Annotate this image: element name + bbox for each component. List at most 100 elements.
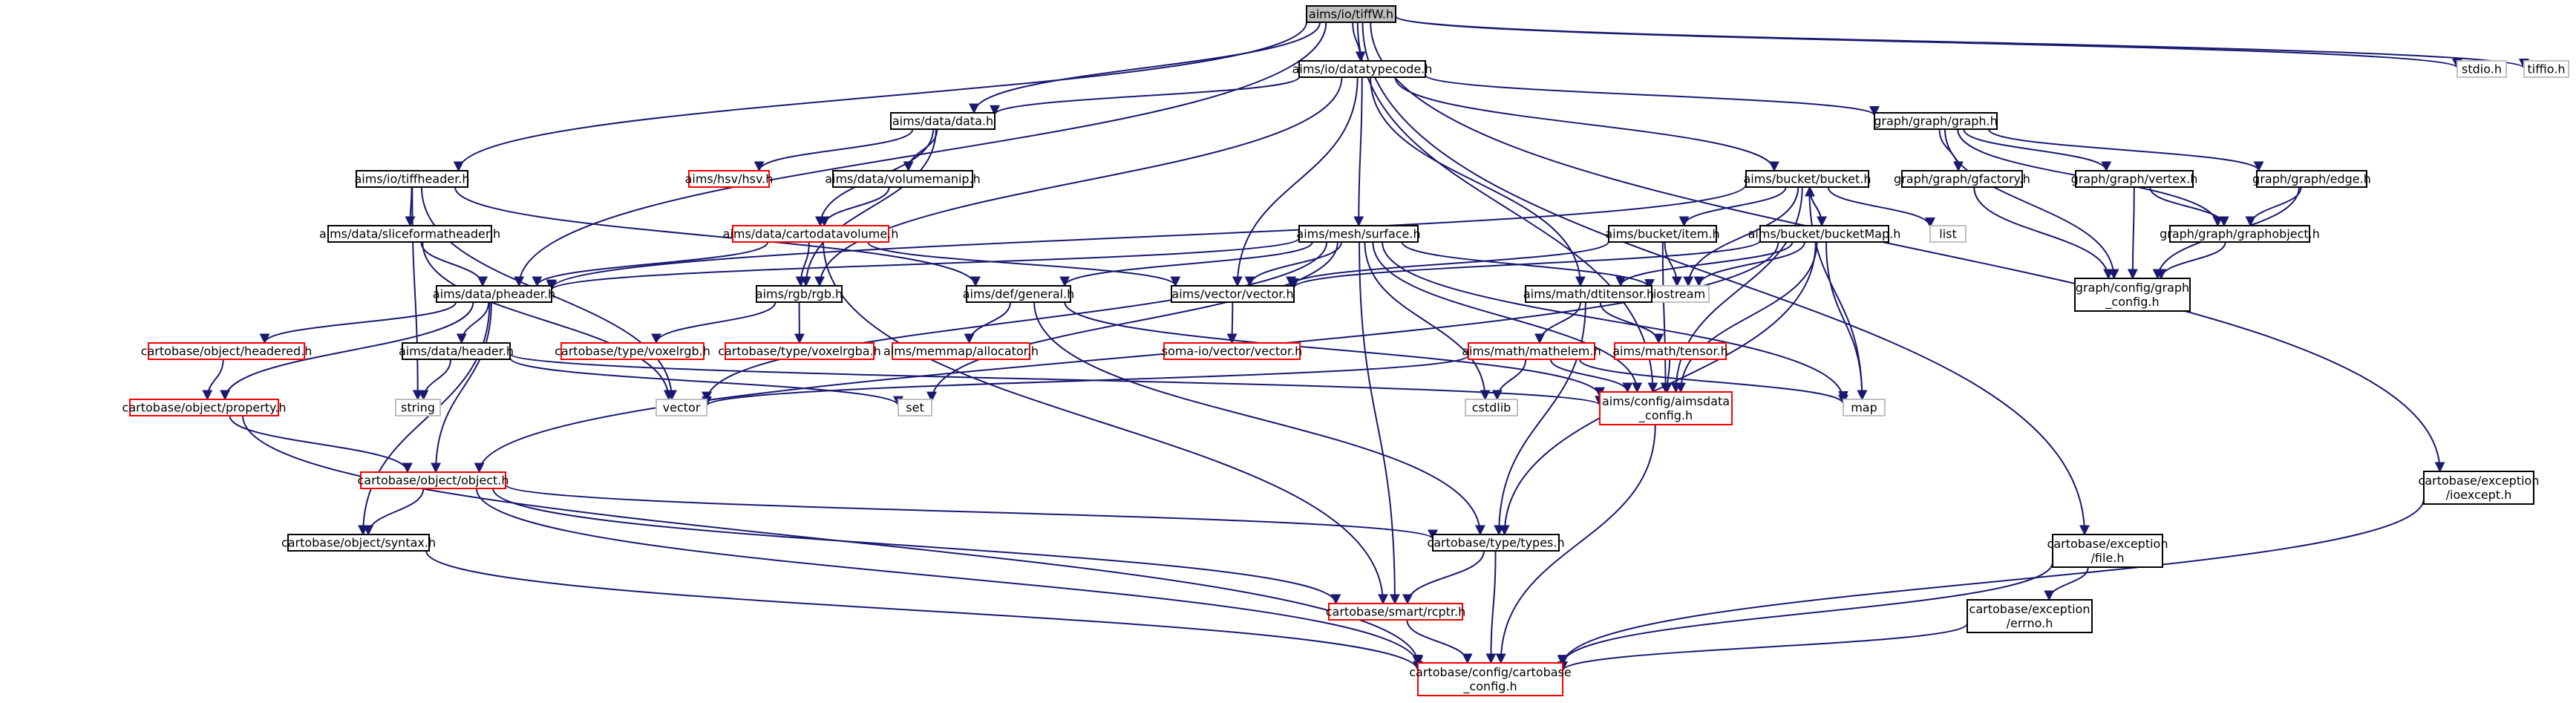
edge-bucketmap-to-iostream: [1693, 241, 1805, 287]
edge-dtitensor-to-mathelem: [1534, 301, 1581, 344]
edge-surface-to-set: [926, 241, 1338, 402]
edge-bucket-to-list: [1827, 186, 1935, 229]
node-allocator[interactable]: aims/memmap/allocator.h: [883, 342, 1039, 360]
node-label: cartobase/object/property.h: [122, 401, 287, 415]
edge-vertex-to-graphobject: [2149, 186, 2229, 227]
node-box: [2256, 170, 2367, 188]
edge-surface-to-map: [1382, 241, 1848, 402]
node-label: graph/graph/vertex.h: [2071, 172, 2198, 186]
node-sliceformat[interactable]: aims/data/sliceformatheader.h: [319, 225, 500, 243]
node-label: cartobase/object/headered.h: [141, 344, 313, 359]
node-rcptr[interactable]: cartobase/smart/rcptr.h: [1326, 603, 1466, 621]
node-dtitensor[interactable]: aims/math/dtitensor.h: [1523, 285, 1654, 303]
node-header[interactable]: aims/data/header.h: [399, 342, 514, 360]
node-object[interactable]: cartobase/object/object.h: [358, 471, 509, 489]
edge-root-to-tiffheader: [453, 22, 1307, 172]
node-tensor[interactable]: aims/math/tensor.h: [1612, 342, 1728, 360]
node-gfactory[interactable]: graph/graph/gfactory.h: [1894, 170, 2030, 188]
edge-datatypecode-to-data: [990, 76, 1300, 116]
edge-surface-to-rcptr: [1359, 241, 1400, 605]
edge-data-to-rgb: [800, 128, 937, 287]
node-label: aims/io/tiffheader.h: [354, 172, 469, 186]
edge-sliceformat-to-vector: [422, 241, 674, 401]
node-label: aims/data/header.h: [399, 344, 514, 359]
node-ioexcept[interactable]: cartobase/exception/ioexcept.h: [2419, 471, 2540, 505]
node-label: cartobase/config/cartobase: [1409, 665, 1572, 679]
node-box: [1171, 285, 1295, 303]
edge-bucketmap-to-bucket: [1804, 186, 1823, 226]
node-data[interactable]: aims/data/data.h: [890, 112, 996, 130]
node-general[interactable]: aims/def/general.h: [963, 285, 1075, 303]
node-cartodatavolume[interactable]: aims/data/cartodatavolume.h: [723, 225, 899, 243]
node-aimsdata_config[interactable]: aims/config/aimsdata_config.h: [1599, 391, 1733, 425]
node-voxelrgba[interactable]: cartobase/type/voxelrgba.h: [718, 342, 881, 360]
node-label: graph/graph/graphobject.h: [2160, 227, 2320, 241]
edge-headered-to-property: [202, 359, 224, 401]
edge-general-to-allocator: [964, 301, 1011, 344]
edge-root-to-tiffio: [1395, 15, 2529, 70]
edge-cartodatavolume-to-pheader: [532, 241, 769, 287]
node-soma_vector[interactable]: soma-io/vector/vector.h: [1162, 342, 1303, 360]
node-box: [2523, 60, 2569, 78]
node-voxelrgb[interactable]: cartobase/type/voxelrgb.h: [555, 342, 710, 360]
node-vertex[interactable]: graph/graph/vertex.h: [2071, 170, 2198, 188]
edge-bucketmap-to-map: [1825, 241, 1868, 401]
edge-rgb-to-voxelrgb: [651, 301, 777, 344]
node-box: [892, 342, 1030, 360]
node-vector_h[interactable]: aims/vector/vector.h: [1171, 285, 1295, 303]
node-property[interactable]: cartobase/object/property.h: [122, 399, 287, 416]
node-root[interactable]: aims/io/tiffW.h: [1306, 5, 1396, 23]
node-graph_config[interactable]: graph/config/graph_config.h: [2074, 278, 2191, 312]
node-headered[interactable]: cartobase/object/headered.h: [141, 342, 313, 360]
node-edge[interactable]: graph/graph/edge.h: [2252, 170, 2371, 188]
node-syntax[interactable]: cartobase/object/syntax.h: [281, 534, 436, 552]
node-box: [436, 285, 552, 303]
node-box: [1745, 170, 1869, 188]
node-datatypecode[interactable]: aims/io/datatypecode.h: [1292, 60, 1433, 78]
node-label: aims/rgb/rgb.h: [756, 287, 843, 301]
node-file[interactable]: cartobase/exception/file.h: [2047, 534, 2168, 568]
node-label: stdio.h: [2462, 62, 2502, 76]
node-box: [360, 471, 506, 489]
edge-bucket-to-item: [1678, 186, 1787, 227]
node-mathelem[interactable]: aims/math/mathelem.h: [1462, 342, 1601, 360]
node-tiffheader[interactable]: aims/io/tiffheader.h: [354, 170, 470, 188]
node-label: /errno.h: [2007, 616, 2053, 630]
node-graph[interactable]: graph/graph/graph.h: [1874, 112, 1998, 130]
node-label: graph/graph/edge.h: [2252, 172, 2371, 186]
node-bucket[interactable]: aims/bucket/bucket.h: [1744, 170, 1871, 188]
node-list: list: [1929, 225, 1967, 243]
node-box: [1465, 399, 1518, 416]
node-label: cartobase/exception: [2419, 474, 2540, 488]
node-box: [2074, 278, 2191, 312]
node-stdio: stdio.h: [2456, 60, 2507, 78]
node-item[interactable]: aims/bucket/item.h: [1605, 225, 1720, 243]
edge-mathelem-to-map: [1578, 359, 1848, 405]
node-label: aims/bucket/bucket.h: [1744, 172, 1871, 186]
node-volumemanip[interactable]: aims/data/volumemanip.h: [825, 170, 981, 188]
node-label: cartobase/type/voxelrgba.h: [718, 344, 881, 359]
edge-dtitensor-to-tensor: [1599, 301, 1664, 344]
node-label: iostream: [1653, 287, 1705, 301]
node-label: aims/config/aimsdata: [1602, 394, 1730, 408]
node-label: graph/config/graph: [2076, 281, 2189, 295]
node-rgb[interactable]: aims/rgb/rgb.h: [756, 285, 843, 303]
node-cartobase_config[interactable]: cartobase/config/cartobase_config.h: [1409, 662, 1572, 696]
node-set: set: [898, 399, 932, 416]
node-surface[interactable]: aims/mesh/surface.h: [1296, 225, 1421, 243]
edge-types-to-rcptr: [1402, 550, 1485, 605]
node-box: [1929, 225, 1967, 243]
edge-graph-to-edge: [1987, 128, 2264, 172]
node-map: map: [1843, 399, 1886, 416]
node-types[interactable]: cartobase/type/types.h: [1427, 534, 1565, 552]
node-iostream: iostream: [1649, 285, 1710, 303]
node-graphobject[interactable]: graph/graph/graphobject.h: [2160, 225, 2320, 243]
node-box: [1432, 534, 1560, 552]
node-box: [327, 225, 492, 243]
node-pheader[interactable]: aims/data/pheader.h: [433, 285, 555, 303]
node-hsv[interactable]: aims/hsv/hsv.h: [685, 170, 774, 188]
edge-surface-to-cstdlib: [1364, 241, 1491, 401]
node-errno[interactable]: cartobase/exception/errno.h: [1967, 599, 2093, 633]
node-bucketmap[interactable]: aims/bucket/bucketMap.h: [1748, 225, 1901, 243]
